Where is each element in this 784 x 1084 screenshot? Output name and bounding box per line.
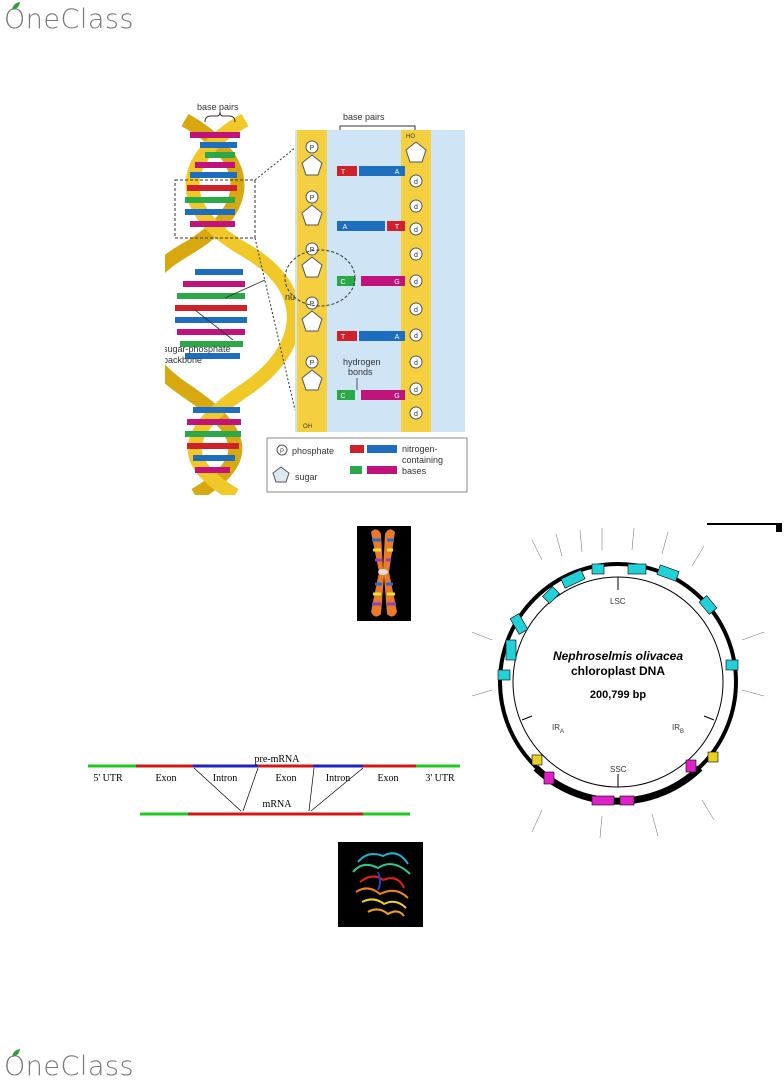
base-letter: A — [343, 224, 348, 231]
ho-label: HO — [406, 134, 415, 140]
gene-tick-marks — [471, 527, 765, 839]
segment-exon: Exon — [155, 773, 176, 784]
irb-label: IRB — [672, 723, 684, 735]
hydrogen-bonds-label-line1: hydrogen — [343, 357, 381, 367]
segment-intron: Intron — [326, 773, 350, 784]
double-helix-illustration — [165, 113, 301, 495]
segment-exon: Exon — [275, 773, 296, 784]
oh-label: OH — [303, 424, 312, 430]
ira-label: IRA — [552, 723, 564, 735]
segment-5utr: 5' UTR — [93, 773, 123, 784]
genome-size: 200,799 bp — [590, 689, 647, 701]
deoxyribose-symbol: d — [414, 411, 418, 418]
deoxyribose-symbol: d — [414, 387, 418, 394]
segment-intron: Intron — [213, 773, 237, 784]
base-pairs-label-left: base pairs — [197, 102, 239, 112]
protein-structure-image — [338, 842, 423, 927]
legend-phosphate: phosphate — [292, 446, 334, 456]
species-name: Nephroselmis olivacea — [553, 649, 683, 663]
ssc-label: SSC — [610, 765, 627, 774]
mrna-label: mRNA — [263, 799, 293, 810]
leaf-icon — [12, 1049, 20, 1057]
deoxyribose-symbol: d — [414, 179, 418, 186]
chloroplast-genome-map: LSC SSC IRA IRB Nephroselmis olivacea ch… — [471, 523, 782, 839]
dna-legend: P phosphate sugar nitrogen- containing b… — [266, 437, 468, 493]
oneclass-logo-bottom: OneClass — [4, 1049, 135, 1082]
phosphate-symbol: P — [310, 145, 315, 152]
legend-sugar: sugar — [295, 472, 318, 482]
base-letter: C — [340, 279, 345, 286]
base-letter: T — [341, 334, 346, 341]
deoxyribose-symbol: d — [414, 227, 418, 234]
oneclass-logo-top: OneClass — [4, 2, 135, 35]
backbone-label-line1: sugar-phosphate — [165, 344, 231, 354]
mrna-splicing-diagram: pre-mRNA 5' UTR Exon Intron Exon Intron … — [88, 754, 460, 816]
chloroplast-dna-label: chloroplast DNA — [571, 664, 665, 678]
base-letter: C — [340, 393, 345, 400]
phosphate-symbol: P — [310, 360, 315, 367]
deoxyribose-symbol: d — [414, 307, 418, 314]
pre-mrna-label: pre-mRNA — [255, 754, 301, 765]
deoxyribose-symbol: d — [414, 360, 418, 367]
base-letter: T — [341, 169, 346, 176]
dna-structure-figure: base pairs nucleotide sugar-phosphate ba… — [165, 102, 468, 495]
base-letter: A — [395, 169, 400, 176]
legend-nitrogen-line1: nitrogen- — [402, 444, 438, 454]
deoxyribose-symbol: d — [414, 252, 418, 259]
lsc-label: LSC — [610, 597, 626, 606]
phosphate-symbol: P — [310, 195, 315, 202]
base-letter: T — [395, 224, 400, 231]
chromosome-image — [357, 526, 411, 621]
legend-nitrogen-line2: containing — [402, 455, 443, 465]
nucleotide-detail-panel: base pairs HO OH P P P P P d d — [284, 112, 465, 432]
phosphate-symbol: P — [280, 449, 284, 455]
brand-name: OneClass — [4, 4, 135, 35]
legend-nitrogen-line3: bases — [402, 466, 427, 476]
segment-3utr: 3' UTR — [425, 773, 455, 784]
phosphate-symbol: P — [310, 301, 315, 308]
leaf-icon — [12, 2, 20, 10]
deoxyribose-symbol: d — [414, 333, 418, 340]
hydrogen-bonds-label-line2: bonds — [348, 367, 373, 377]
backbone-label-line2: backbone — [165, 355, 202, 365]
segment-exon: Exon — [377, 773, 398, 784]
base-letter: G — [394, 279, 399, 286]
deoxyribose-symbol: d — [414, 279, 418, 286]
base-pair-rows — [337, 166, 405, 400]
base-pairs-label-right: base pairs — [343, 112, 385, 122]
base-letter: A — [395, 334, 400, 341]
deoxyribose-symbol: d — [414, 204, 418, 211]
base-letter: G — [394, 393, 399, 400]
brand-name: OneClass — [4, 1051, 135, 1082]
